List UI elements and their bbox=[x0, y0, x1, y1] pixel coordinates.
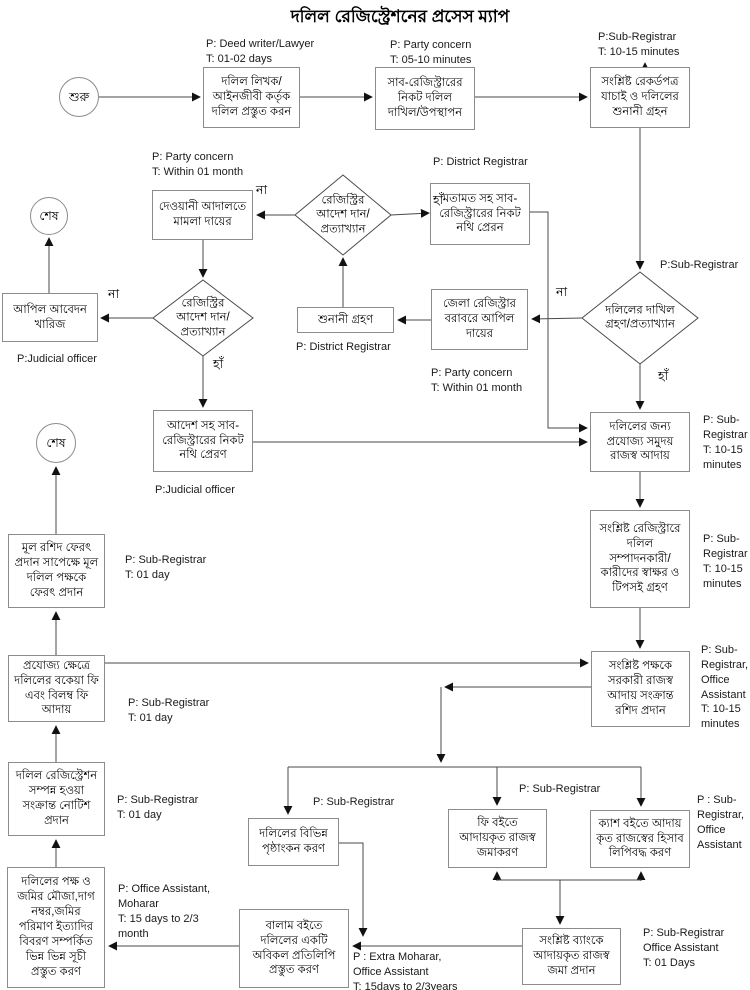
annotation-civil-court: P: Party concern T: Within 01 month bbox=[152, 151, 244, 178]
process-hearing: শুনানী গ্রহণ bbox=[297, 307, 394, 333]
process-district-registrar-appeal: জেলা রেজিস্ট্রার বরাবরে আপিল দায়ের bbox=[431, 289, 528, 350]
annotation-appeal-dismiss: P:Judicial officer bbox=[17, 353, 97, 365]
annotation-revenue: P: Sub- Registrar T: 10-15 minutes bbox=[703, 414, 748, 471]
process-prepare-indexes: দলিলের পক্ষ ও জমির মৌজা,দাগ নম্বর,জমির প… bbox=[7, 867, 105, 988]
annotation-balam: P : Extra Moharar, Office Assistant T: 1… bbox=[353, 951, 458, 990]
edge-label-no-dismiss: না bbox=[108, 287, 120, 301]
process-send-file-opinion: মতামত সহ সাব- রেজিস্ট্রারের নিকট নথি প্র… bbox=[430, 183, 530, 245]
process-appeal-dismissed: আপিল আবেদন খারিজ bbox=[2, 293, 98, 342]
annotation-hearing: P: District Registrar bbox=[296, 341, 391, 353]
process-return-original-deed: মূল রশিদ ফেরৎ প্রদান সাপেক্ষে মূল দলিল প… bbox=[8, 534, 105, 608]
annotation-notice: P: Sub-Registrar T: 01 day bbox=[117, 794, 199, 821]
edge-label-no-civil-court: না bbox=[256, 183, 268, 197]
edge-label-no-appeal: না bbox=[556, 285, 568, 299]
annotation-endorsement: P: Sub-Registrar bbox=[313, 796, 395, 808]
edge-label-yes-opinion: হাঁ bbox=[433, 193, 444, 207]
annotation-signature: P: Sub- Registrar T: 10-15 minutes bbox=[703, 533, 748, 590]
annotation-index: P: Office Assistant, Moharar T: 15 days … bbox=[118, 883, 211, 940]
annotation-order-send: P:Judicial officer bbox=[155, 484, 235, 496]
end-node-2: শেষ bbox=[36, 423, 76, 463]
process-submit-deed: সাব-রেজিস্ট্রারের নিকট দলিল দাখিল/উপস্থা… bbox=[375, 67, 475, 130]
annotation-return-deed: P: Sub-Registrar T: 01 day bbox=[125, 554, 207, 581]
annotation-verify: P:Sub-Registrar T: 10-15 minutes bbox=[598, 31, 680, 58]
process-collect-arrear-fees: প্রযোজ্য ক্ষেত্রে দলিলের বকেয়া ফি এবং ব… bbox=[8, 655, 105, 722]
annotation-district-appeal: P: Party concern T: Within 01 month bbox=[431, 367, 523, 394]
annotation-submission-decision: P:Sub-Registrar bbox=[660, 259, 739, 271]
process-signatures-thumbprints: সংশ্লিষ্ট রেজিস্ট্রারে দলিল সম্পাদনকারী/… bbox=[590, 510, 690, 608]
process-collect-revenue: দলিলের জন্য প্রযোজ্য সমুদয় রাজস্ব আদায় bbox=[590, 412, 690, 472]
annotation-receipt: P: Sub- Registrar, Office Assistant T: 1… bbox=[701, 644, 749, 731]
process-civil-court-case: দেওয়ানী আদালতে মামলা দায়ের bbox=[152, 190, 253, 240]
decision-deed-submission-outline bbox=[581, 271, 699, 365]
decision-registry-order-appeal: রেজিস্ট্রির আদেশ দান/ প্রত্যাখ্যান bbox=[316, 194, 370, 236]
decision-registry-order-appeal-outline bbox=[294, 174, 392, 256]
process-issue-receipt: সংশ্লিষ্ট পক্ষকে সরকারী রাজস্ব আদায় সংক… bbox=[591, 651, 690, 727]
annotation-fee-book: P: Sub-Registrar bbox=[519, 783, 601, 795]
annotation-bank: P: Sub-Registrar Office Assistant T: 01 … bbox=[643, 927, 725, 969]
start-node: শুরু bbox=[59, 77, 99, 117]
annotation-opinion: P: District Registrar bbox=[433, 156, 528, 168]
edge-label-yes-send-order: হাঁ bbox=[213, 357, 224, 371]
process-cash-book-entry: ক্যাশ বইতে আদায় কৃত রাজস্বের হিসাব লিপি… bbox=[590, 810, 690, 868]
annotation-arrear-fee: P: Sub-Registrar T: 01 day bbox=[128, 697, 210, 724]
decision-registry-order-court-outline bbox=[152, 279, 254, 357]
process-bank-deposit: সংশ্লিষ্ট ব্যাংকে আদায়কৃত রাজস্ব জমা প্… bbox=[522, 928, 621, 985]
process-balam-copy: বালাম বইতে দলিলের একটি অবিকল প্রতিলিপি প… bbox=[239, 909, 349, 988]
end-node-1: শেষ bbox=[30, 197, 68, 235]
process-page-endorsement: দলিলের বিভিন্ন পৃষ্ঠাংকন করণ bbox=[248, 818, 339, 866]
diagram-title: দলিল রেজিস্ট্রেশনের প্রসেস ম্যাপ bbox=[290, 7, 510, 26]
decision-deed-submission: দলিলের দাখিল গ্রহণ/প্রত্যাখ্যান bbox=[605, 304, 675, 331]
process-fee-book-entry: ফি বইতে আদায়কৃত রাজস্ব জমাকরণ bbox=[448, 809, 547, 868]
decision-registry-order-court: রেজিস্ট্রির আদেশ দান/ প্রত্যাখ্যান bbox=[176, 297, 230, 339]
process-send-file-order: আদেশ সহ সাব- রেজিস্ট্রারের নিকট নথি প্রে… bbox=[153, 410, 253, 472]
annotation-submit: P: Party concern T: 05-10 minutes bbox=[390, 39, 472, 66]
edge-label-yes-revenue: হাঁ bbox=[658, 369, 669, 383]
process-prepare-deed: দলিল লিখক/ আইনজীবী কর্তৃক দলিল প্রস্তুত … bbox=[203, 67, 300, 128]
process-registration-notice: দলিল রেজিস্ট্রেশন সম্পন্ন হওয়া সংক্রান্… bbox=[8, 762, 105, 836]
process-verify-records: সংশ্লিষ্ট রেকর্ডপত্র যাচাই ও দলিলের শুনা… bbox=[590, 67, 690, 128]
annotation-prepare: P: Deed writer/Lawyer T: 01-02 days bbox=[206, 38, 315, 65]
flow-edges bbox=[44, 62, 699, 951]
annotation-cash-book: P : Sub- Registrar, Office Assistant bbox=[697, 794, 745, 851]
